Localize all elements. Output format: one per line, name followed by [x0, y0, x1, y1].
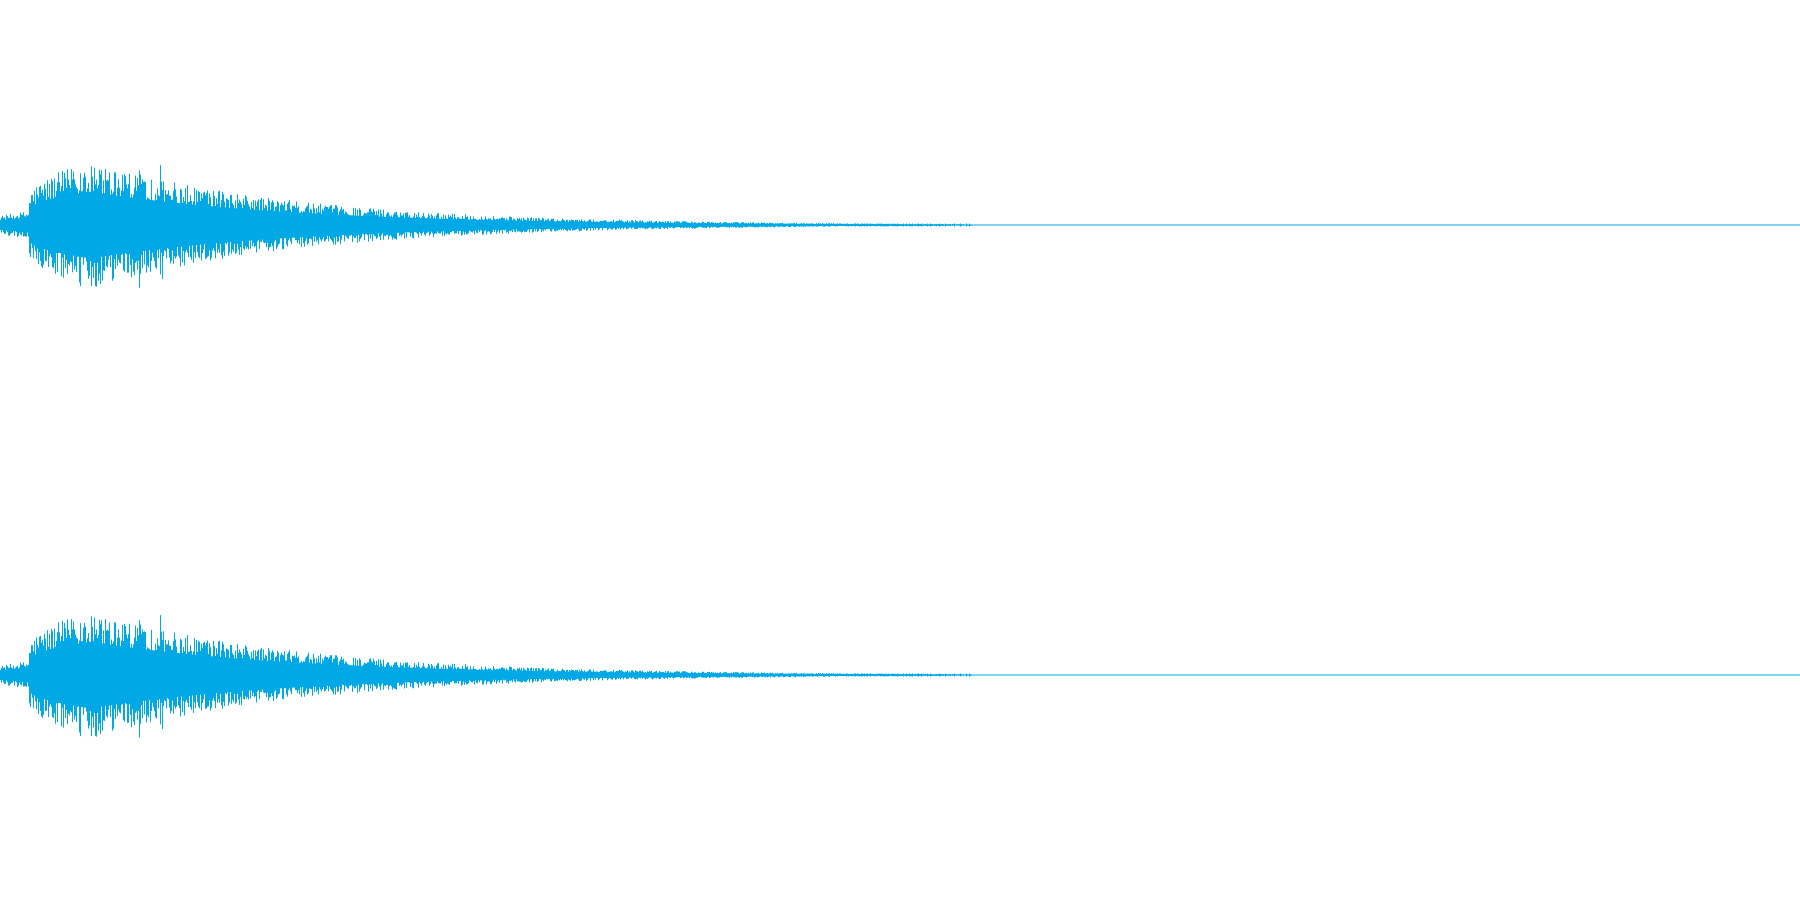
waveform-samples — [0, 615, 972, 738]
waveform-samples — [0, 165, 972, 288]
waveform-channel-top — [0, 165, 1800, 288]
waveform-channel-bottom — [0, 615, 1800, 738]
waveform-tail — [846, 223, 970, 227]
waveform-tail — [846, 673, 970, 677]
